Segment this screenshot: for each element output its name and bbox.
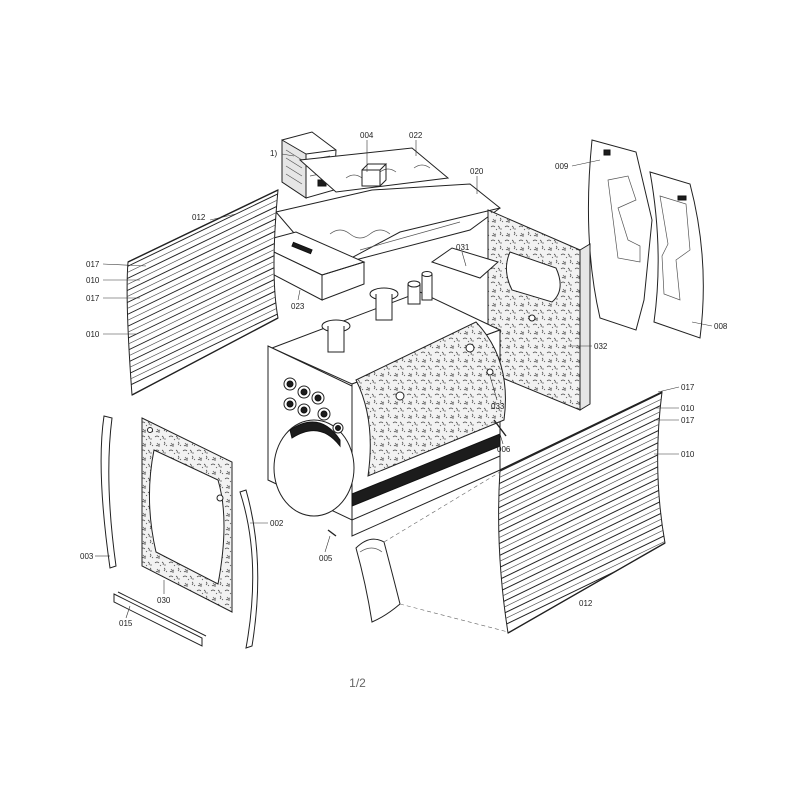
part-label: 015 [119,619,133,628]
part-label: 010 [681,450,695,459]
part-label: 017 [86,260,100,269]
rear-panel-part [587,139,653,331]
assembly-guide-line [399,603,509,633]
part-label: 017 [681,383,695,392]
part-label: 017 [86,294,100,303]
part-labels: 1) 004 022 020 012 009 017 010 017 010 0… [80,131,728,628]
part-label: 004 [360,131,374,140]
part-label: 008 [714,322,728,331]
part-label: 010 [681,404,695,413]
part-label: 033 [491,402,505,411]
part-label: 005 [319,554,333,563]
part-label: 003 [80,552,94,561]
part-label: 006 [497,445,511,454]
part-label: 020 [470,167,484,176]
part-label: 031 [456,243,470,252]
part-label: 022 [409,131,423,140]
rear-insulation-part [430,209,591,411]
part-label: 017 [681,416,695,425]
part-label: 1) [270,149,277,158]
left-side-cover-part [126,189,279,396]
top-cover-rear-part [298,147,450,193]
page-number: 1/2 [349,676,366,690]
side-trim-right-part [239,489,259,649]
part-label: 032 [594,342,608,351]
rear-inner-panel-part [649,171,704,339]
part-label: 010 [86,330,100,339]
part-label: 010 [86,276,100,285]
part-label: 030 [157,596,171,605]
right-side-cover-part [498,391,666,634]
part-label: 002 [270,519,284,528]
pin-part [327,419,507,537]
lower-door-panel-part [355,538,401,623]
part-label: 012 [192,213,206,222]
bottom-rail-part [113,591,207,647]
part-label: 009 [555,162,569,171]
side-trim-left-part [100,415,117,569]
assembly-guide-line [383,471,501,543]
leader-lines [95,140,713,619]
front-door-insulation-part [141,417,233,613]
part-label: 012 [579,599,593,608]
boiler-body-part [267,271,506,537]
part-label: 023 [291,302,305,311]
